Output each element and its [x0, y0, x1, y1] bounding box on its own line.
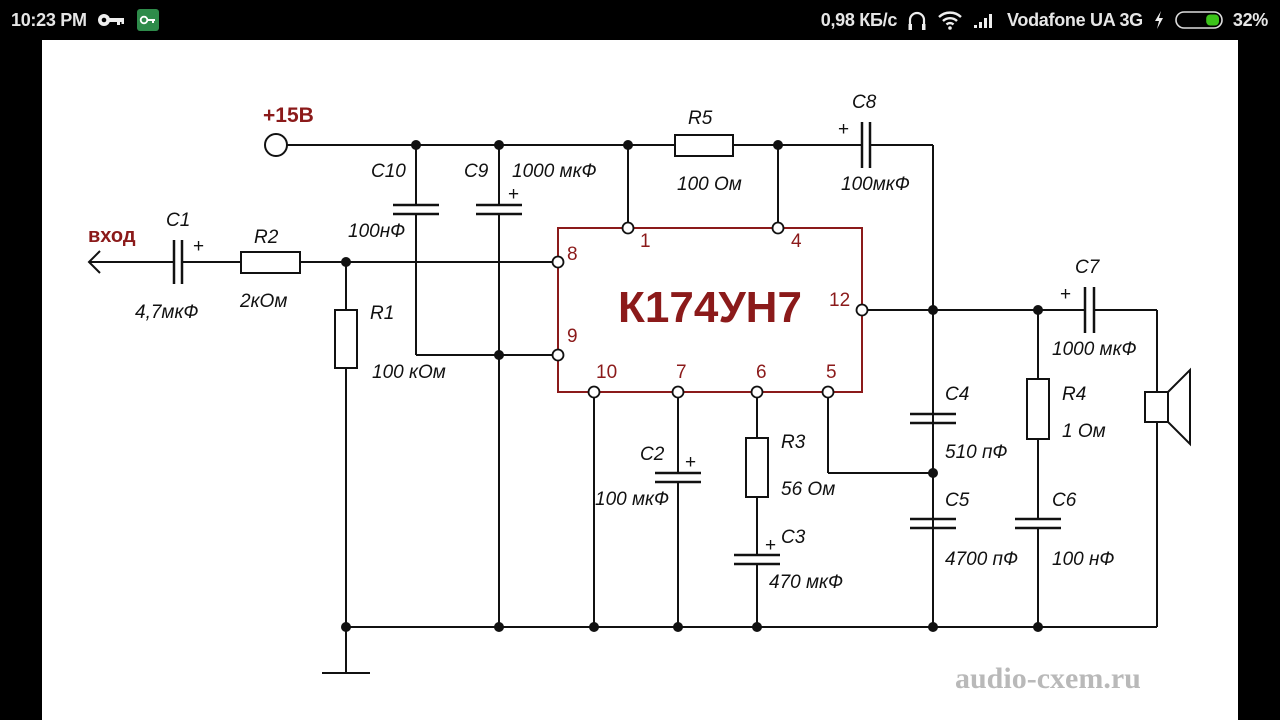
c9-ref: C9 [464, 161, 489, 182]
watermark: audio-cxem.ru [955, 662, 1141, 695]
pin-label-4: 4 [791, 231, 802, 252]
c8-ref: C8 [852, 92, 877, 113]
c4-ref: C4 [945, 384, 969, 405]
c10-value: 100нФ [348, 221, 405, 242]
pin-label-7: 7 [676, 362, 687, 383]
clock: 10:23 PM [11, 9, 87, 30]
pin-10-terminal [587, 385, 601, 399]
c6-ref: C6 [1052, 490, 1077, 511]
r5-ref: R5 [688, 108, 713, 129]
ic-name: К174УН7 [618, 283, 802, 332]
input-label: вход [88, 225, 136, 247]
net-speed: 0,98 КБ/с [820, 9, 898, 30]
c5-ref: C5 [945, 490, 970, 511]
r4-ref: R4 [1062, 384, 1086, 405]
battery-fill [1206, 14, 1219, 26]
pin-1-terminal [621, 221, 635, 235]
c6-value: 100 нФ [1052, 549, 1115, 570]
r4-value: 1 Ом [1062, 421, 1106, 442]
c3-ref: C3 [781, 527, 806, 548]
pin-label-1: 1 [640, 231, 651, 252]
c8-value: 100мкФ [841, 174, 910, 195]
pin-6-terminal [750, 385, 764, 399]
signal-icon [974, 14, 993, 28]
pin-12-terminal [855, 303, 869, 317]
c2-ref: C2 [640, 444, 665, 465]
r3-ref: R3 [781, 432, 806, 453]
c9-value: 1000 мкФ [512, 161, 597, 182]
c7-ref: C7 [1075, 257, 1101, 278]
input-arrow-icon [87, 250, 101, 274]
c5-value: 4700 пФ [945, 549, 1018, 570]
speaker-icon [1144, 367, 1191, 447]
junction-dots [341, 140, 1043, 632]
r2-ref: R2 [254, 227, 279, 248]
pin-7-terminal [671, 385, 685, 399]
battery-percent: 32% [1232, 9, 1268, 30]
c9-polarity: + [508, 184, 519, 205]
r2-value: 2кОм [239, 291, 287, 312]
c7-value: 1000 мкФ [1052, 339, 1137, 360]
power-label: +15В [263, 104, 314, 127]
c2-polarity: + [685, 452, 696, 473]
c7-polarity: + [1060, 284, 1071, 305]
vpn-key-app-icon [136, 9, 159, 31]
r5-body [674, 134, 734, 157]
c10-ref: C10 [371, 161, 406, 182]
r5-value: 100 Ом [677, 174, 742, 195]
power-terminal [264, 133, 288, 157]
pin-label-6: 6 [756, 362, 767, 383]
pin-label-10: 10 [596, 362, 617, 383]
headphones-icon [908, 11, 926, 30]
r3-body [745, 437, 769, 498]
pin-label-8: 8 [567, 244, 578, 265]
r2-body [240, 251, 301, 274]
carrier-name: Vodafone UA 3G [1007, 9, 1143, 30]
c1-value: 4,7мкФ [135, 302, 199, 323]
c1-polarity: + [193, 236, 204, 257]
wires [90, 144, 1158, 674]
battery-icon [1175, 11, 1223, 29]
r1-value: 100 кОм [372, 362, 446, 383]
r3-value: 56 Ом [781, 479, 835, 500]
capacitor-plates [172, 122, 1096, 566]
c4-value: 510 пФ [945, 442, 1008, 463]
status-bar: 10:23 PM 0,98 КБ/с Vodafone UA 3G [0, 0, 1280, 40]
pin-label-9: 9 [567, 326, 578, 347]
resistors [240, 134, 1050, 498]
r4-body [1026, 378, 1050, 440]
pin-8-terminal [551, 255, 565, 269]
wifi-icon [938, 11, 962, 30]
charging-icon [1154, 11, 1163, 29]
c3-value: 470 мкФ [769, 572, 843, 593]
pin-label-12: 12 [829, 290, 850, 311]
ic-pin-terminals [551, 221, 869, 399]
r1-ref: R1 [370, 303, 394, 324]
c8-polarity: + [838, 119, 849, 140]
c3-polarity: + [765, 535, 776, 556]
c1-ref: C1 [166, 210, 190, 231]
pin-label-5: 5 [826, 362, 837, 383]
key-icon [97, 14, 124, 26]
pin-4-terminal [771, 221, 785, 235]
status-bar-right: 0,98 КБ/с Vodafone UA 3G 32% [821, 0, 1268, 40]
status-bar-left: 10:23 PM [11, 0, 159, 40]
c2-value: 100 мкФ [595, 489, 669, 510]
r1-body [334, 309, 358, 369]
pin-9-terminal [551, 348, 565, 362]
pin-5-terminal [821, 385, 835, 399]
